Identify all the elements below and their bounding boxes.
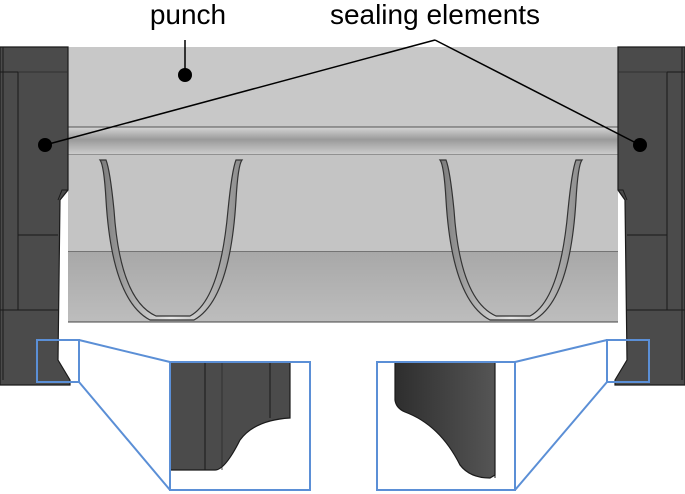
sealing-leader-right	[434, 39, 641, 146]
sealing-strip-right	[438, 159, 584, 321]
zoom-detail-left	[169, 361, 311, 491]
zoom-source-box-right	[606, 339, 650, 383]
zoom-source-box-left	[36, 339, 80, 383]
zoom-connectors-left	[78, 339, 171, 491]
punch-lower-face	[68, 252, 618, 322]
sealing-marker-left	[38, 138, 52, 152]
zoom-frame-left	[169, 361, 311, 491]
sealing-elements-label: sealing elements	[330, 0, 540, 30]
punch-groove	[68, 127, 618, 155]
punch-upper-face	[68, 47, 618, 127]
right-side-block	[614, 46, 685, 386]
left-side-block	[0, 46, 71, 386]
zoom-frame-right	[376, 361, 516, 491]
sealing-strip-left	[98, 159, 244, 321]
punch-label: punch	[150, 0, 226, 30]
punch-marker	[178, 68, 192, 82]
sealing-leader-left	[44, 39, 436, 146]
sealing-marker-right	[633, 138, 647, 152]
punch-middle-face	[68, 155, 618, 252]
zoom-detail-right	[376, 361, 516, 491]
zoom-connectors-right	[514, 339, 608, 491]
punch-body	[68, 47, 618, 323]
